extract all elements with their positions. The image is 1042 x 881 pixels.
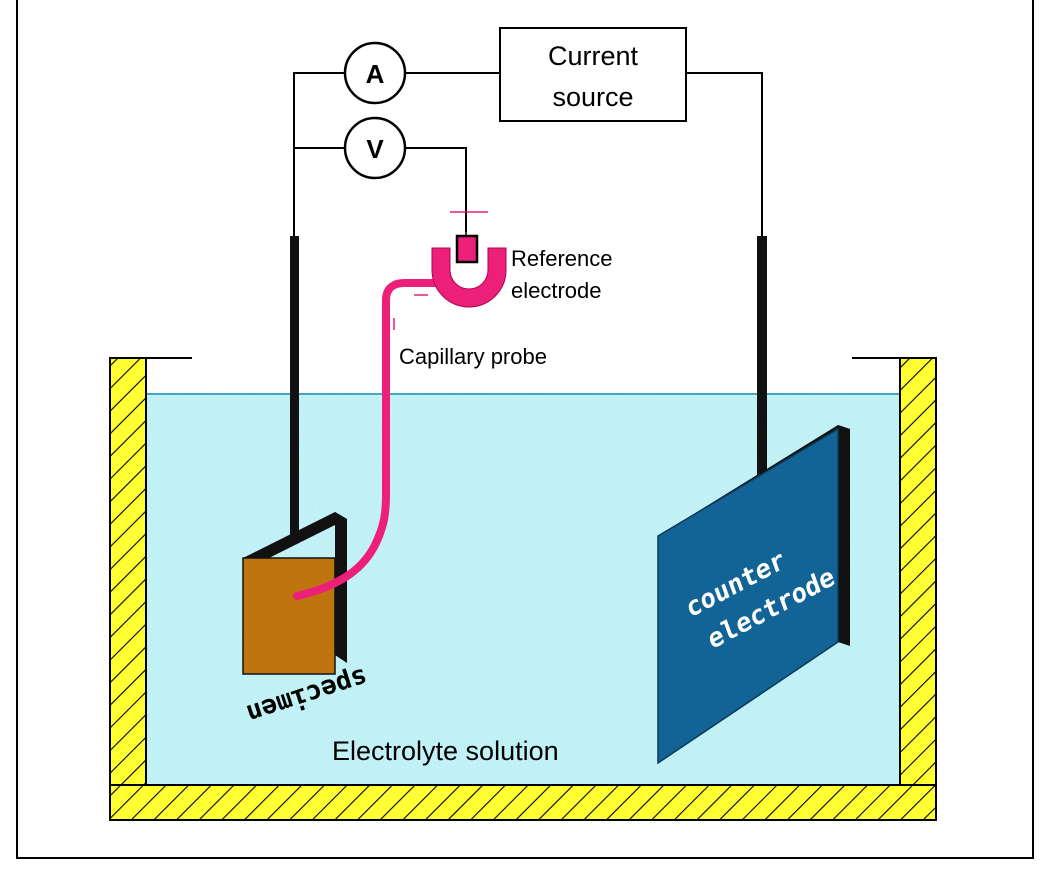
ammeter: A [343, 41, 407, 105]
reference-electrode-label-line1: Reference [511, 246, 613, 271]
tank-wall-left [109, 357, 147, 821]
counter-electrode [657, 425, 850, 765]
tank [109, 357, 937, 821]
reference-electrode-label-line2: electrode [511, 278, 602, 303]
specimen-lead [290, 236, 299, 538]
specimen-electrode [242, 512, 347, 675]
current-source: Current source [499, 27, 687, 122]
reference-electrode [393, 211, 507, 330]
current-source-label-line1: Current [548, 41, 639, 71]
counter-electrode-lead [757, 236, 767, 476]
capillary-probe-label: Capillary probe [399, 344, 547, 369]
tank-floor [109, 784, 937, 821]
circuit-wires [293, 72, 763, 236]
electrolyte-solution-label: Electrolyte solution [332, 736, 559, 766]
figure-border [16, 0, 1034, 859]
tank-wall-right [899, 357, 937, 821]
capillary-probe [293, 279, 438, 600]
voltmeter: V [343, 116, 407, 180]
current-source-label-line2: source [552, 82, 633, 112]
voltmeter-symbol: V [366, 134, 384, 164]
ammeter-symbol: A [366, 59, 385, 89]
